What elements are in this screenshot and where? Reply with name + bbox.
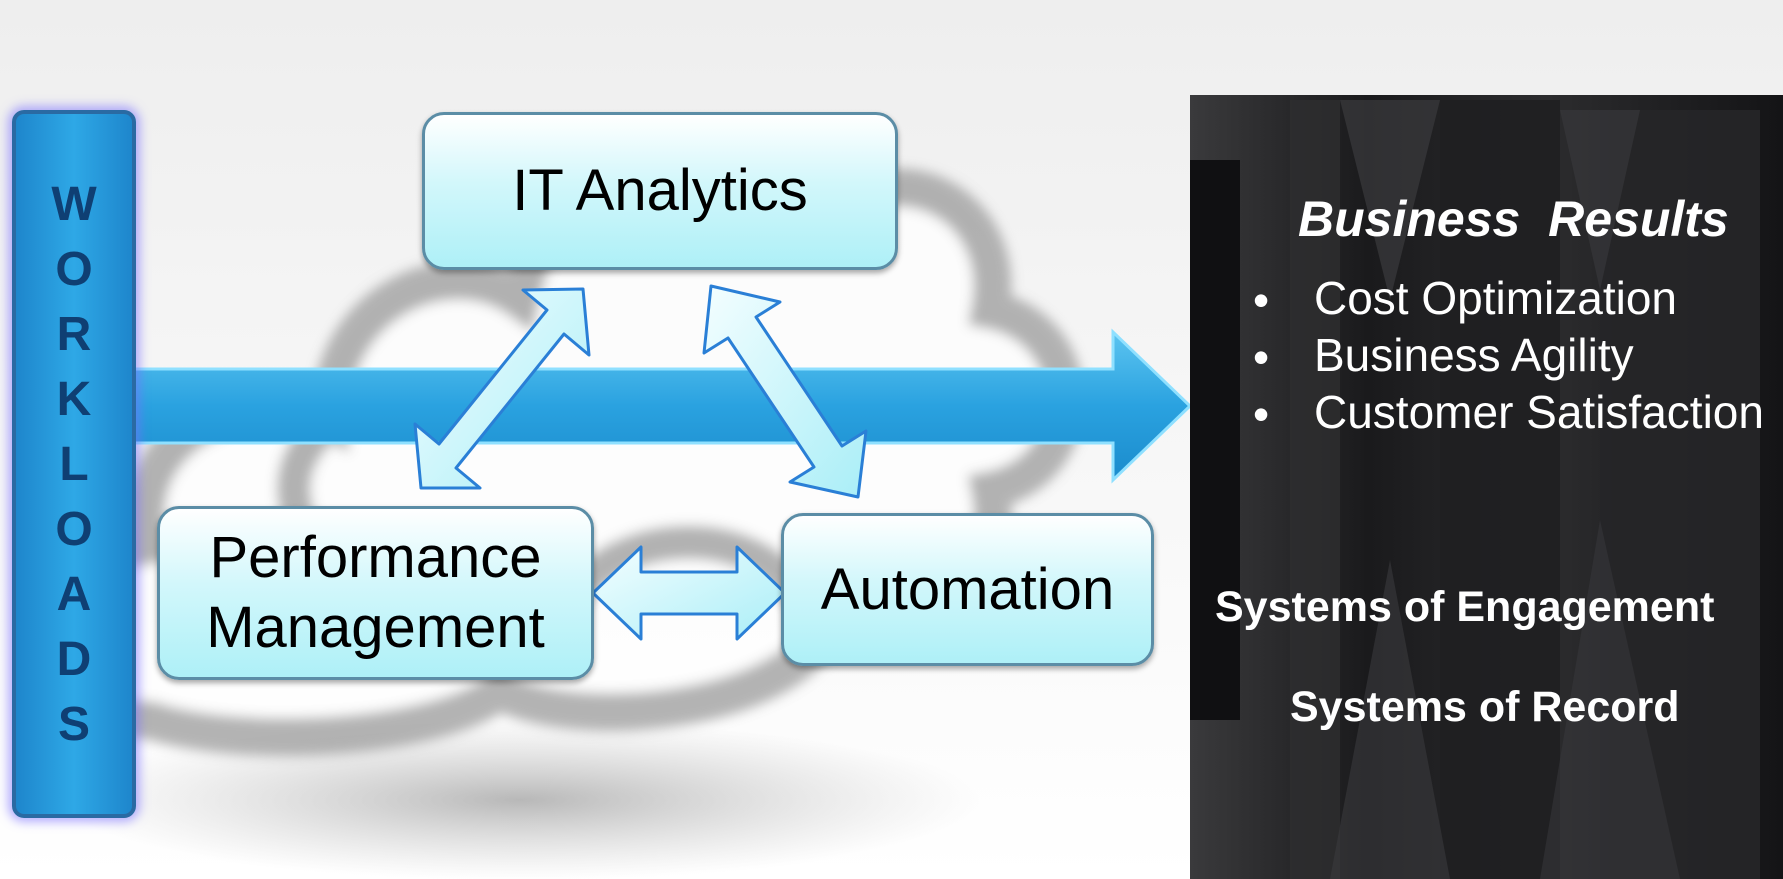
automation-label: Automation <box>820 556 1115 622</box>
server-rack-image <box>1190 95 1783 879</box>
workloads-letter: K <box>56 372 92 426</box>
bullet-dot: • <box>1253 274 1270 326</box>
systems-of-record-label: Systems of Record <box>1290 683 1680 731</box>
business-results-title: Business Results <box>1298 191 1729 247</box>
workloads-letter: S <box>57 697 90 751</box>
bullet-dot: • <box>1253 388 1270 440</box>
systems-of-engagement-label: Systems of Engagement <box>1215 583 1715 631</box>
performance-management-box: Performance Management <box>157 506 594 680</box>
cloud-shadow <box>60 720 980 879</box>
bullet-dot: • <box>1253 331 1270 383</box>
automation-box: Automation <box>781 513 1154 666</box>
workloads-bar: W O R K L O A D S <box>12 110 136 818</box>
workloads-letter: O <box>55 502 93 556</box>
business-result-item: Business Agility <box>1314 329 1634 381</box>
business-result-item: Cost Optimization <box>1314 272 1678 324</box>
performance-label-line1: Performance <box>209 525 542 590</box>
performance-label-line2: Management <box>206 595 545 660</box>
it-analytics-label: IT Analytics <box>512 158 808 223</box>
workloads-letter: O <box>55 242 93 296</box>
business-result-item: Customer Satisfaction <box>1314 386 1764 438</box>
workloads-letter: W <box>51 177 97 231</box>
workflow-arrow <box>123 328 1193 484</box>
it-analytics-box: IT Analytics <box>422 112 898 270</box>
double-arrow-analytics-automation <box>702 284 868 499</box>
double-arrow-analytics-performance <box>413 287 591 490</box>
workloads-letter: R <box>56 307 92 361</box>
workloads-letter: L <box>59 437 89 491</box>
workloads-letter: A <box>56 567 92 621</box>
workloads-letter: D <box>56 632 92 686</box>
